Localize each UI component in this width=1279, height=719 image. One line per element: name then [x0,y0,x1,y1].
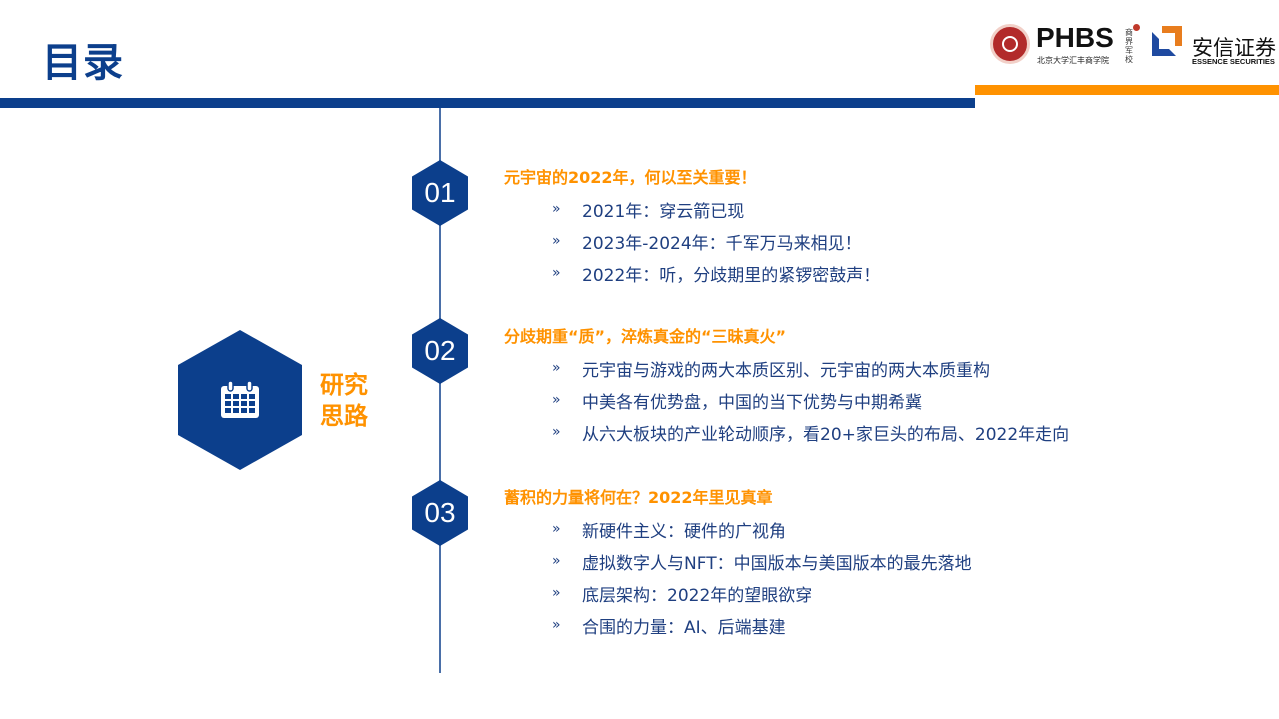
seal-stamp-icon [1133,24,1140,31]
item-text: 新硬件主义：硬件的广视角 [582,521,786,542]
header-divider-orange [975,85,1279,95]
header-divider-blue [0,98,975,108]
section-number-badge-03: 03 [412,480,468,546]
label-line-1: 研究 [320,371,368,399]
item-text: 2023年-2024年：千军万马来相见！ [582,233,862,254]
list-item: » 元宇宙与游戏的两大本质区别、元宇宙的两大本质重构 [552,352,1069,384]
phbs-wordmark: PHBS [1036,22,1114,53]
research-hexagon [178,330,302,470]
section-number: 02 [424,335,456,366]
phbs-subtitle: 北京大学汇丰商学院 [1037,56,1109,65]
item-text: 合围的力量：AI、后端基建 [582,617,786,638]
item-text: 从六大板块的产业轮动顺序，看20+家巨头的布局、2022年走向 [582,424,1070,445]
timeline-line [439,108,441,673]
double-chevron-icon: » [552,585,561,601]
double-chevron-icon: » [552,521,561,537]
label-line-2: 思路 [320,402,368,430]
essence-securities-logo: 安信证券 ESSENCE SECURITIES [1152,24,1277,68]
phbs-logo: PHBS 北京大学汇丰商学院 商界军校 [990,22,1140,68]
double-chevron-icon: » [552,360,561,376]
double-chevron-icon: » [552,617,561,633]
list-item: » 从六大板块的产业轮动顺序，看20+家巨头的布局、2022年走向 [552,416,1069,448]
section-01: 元宇宙的2022年，何以至关重要！ » 2021年：穿云箭已现 » 2023年-20… [504,164,880,289]
section-title[interactable]: 元宇宙的2022年，何以至关重要！ [504,168,757,187]
item-text: 元宇宙与游戏的两大本质区别、元宇宙的两大本质重构 [582,360,990,381]
page-title: 目录 [42,40,124,86]
section-title[interactable]: 分歧期重“质”，淬炼真金的“三昧真火” [504,327,787,346]
essence-name-en: ESSENCE SECURITIES [1192,57,1275,66]
section-02: 分歧期重“质”，淬炼真金的“三昧真火” » 元宇宙与游戏的两大本质区别、元宇宙的两… [504,323,1069,448]
item-text: 中美各有优势盘，中国的当下优势与中期希冀 [582,392,922,413]
double-chevron-icon: » [552,424,561,440]
section-number: 03 [424,497,456,528]
list-item: » 合围的力量：AI、后端基建 [552,609,972,641]
double-chevron-icon: » [552,201,561,217]
double-chevron-icon: » [552,265,561,281]
section-title[interactable]: 蓄积的力量将何在？2022年里见真章 [504,488,773,507]
essence-name-cn: 安信证券 [1192,36,1276,60]
list-item: » 2023年-2024年：千军万马来相见！ [552,225,880,257]
phbs-calligraphy: 商界军校 [1125,28,1133,64]
item-text: 虚拟数字人与NFT：中国版本与美国版本的最先落地 [582,553,972,574]
double-chevron-icon: » [552,553,561,569]
list-item: » 中美各有优势盘，中国的当下优势与中期希冀 [552,384,1069,416]
section-number: 01 [424,177,456,208]
essence-mark-icon [1152,26,1182,56]
item-text: 底层架构：2022年的望眼欲穿 [582,585,813,606]
list-item: » 虚拟数字人与NFT：中国版本与美国版本的最先落地 [552,545,972,577]
research-approach-label: 研究 思路 [320,370,368,432]
list-item: » 2022年：听，分歧期里的紧锣密鼓声！ [552,257,880,289]
item-text: 2021年：穿云箭已现 [582,201,745,222]
list-item: » 2021年：穿云箭已现 [552,193,880,225]
section-03: 蓄积的力量将何在？2022年里见真章 » 新硬件主义：硬件的广视角 » 虚拟数字人与… [504,484,972,641]
double-chevron-icon: » [552,392,561,408]
list-item: » 新硬件主义：硬件的广视角 [552,513,972,545]
item-text: 2022年：听，分歧期里的紧锣密鼓声！ [582,265,881,286]
section-number-badge-02: 02 [412,318,468,384]
list-item: » 底层架构：2022年的望眼欲穿 [552,577,972,609]
double-chevron-icon: » [552,233,561,249]
peking-university-seal-icon [990,24,1030,64]
calendar-icon [221,380,259,418]
section-number-badge-01: 01 [412,160,468,226]
